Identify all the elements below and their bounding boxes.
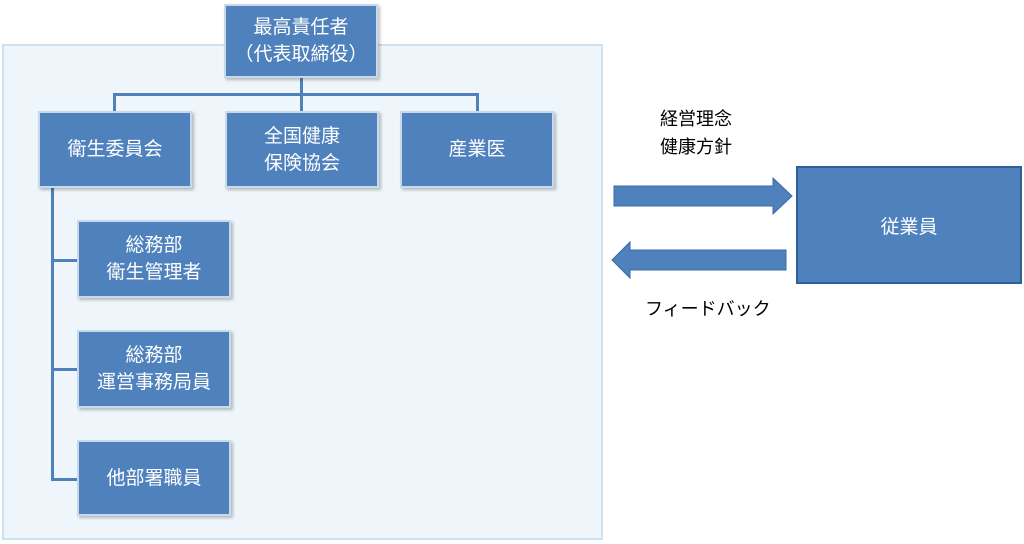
employee-box: 従業員 — [796, 166, 1022, 284]
secretariat-label-line1: 総務部 — [125, 344, 183, 366]
other-staff-label: 他部署職員 — [106, 466, 202, 489]
kenpo-box: 全国健康 保険協会 — [225, 111, 379, 188]
kenpo-label-line1: 全国健康 — [263, 124, 340, 147]
secretariat-label-line2: 運営事務局員 — [96, 371, 211, 393]
policy-label-line1: 経営理念 — [660, 109, 732, 130]
connector-drop-doctor — [476, 93, 479, 112]
policy-label-line2: 健康方針 — [660, 137, 732, 158]
industrial-doctor-box: 産業医 — [400, 111, 554, 188]
top-executive-box: 最高責任者 （代表取締役） — [224, 4, 378, 78]
connector-drop-committee — [113, 93, 116, 112]
kenpo-label-line2: 保険協会 — [263, 151, 340, 174]
feedback-arrow — [611, 240, 787, 280]
health-manager-box: 総務部 衛生管理者 — [77, 220, 231, 298]
policy-arrow — [613, 176, 793, 216]
connector-branch-sub2 — [51, 368, 78, 371]
health-manager-label-line2: 衛生管理者 — [106, 261, 202, 283]
connector-branch-sub1 — [51, 259, 78, 262]
connector-top-stem — [300, 78, 303, 94]
policy-label: 経営理念 健康方針 — [660, 106, 732, 162]
health-committee-box: 衛生委員会 — [38, 111, 192, 188]
connector-horizontal — [113, 93, 479, 96]
secretariat-box: 総務部 運営事務局員 — [77, 330, 231, 408]
health-manager-label-line1: 総務部 — [125, 234, 183, 256]
other-staff-box: 他部署職員 — [77, 440, 231, 516]
top-executive-subtitle: （代表取締役） — [234, 43, 368, 65]
industrial-doctor-label: 産業医 — [448, 138, 506, 160]
top-executive-title: 最高責任者 — [253, 16, 349, 38]
connector-drop-kenpo — [300, 93, 303, 112]
connector-vertical-left — [51, 187, 54, 481]
employee-label: 従業員 — [880, 215, 938, 238]
health-committee-label: 衛生委員会 — [67, 138, 163, 160]
feedback-label: フィードバック — [645, 299, 771, 320]
connector-branch-sub3 — [51, 478, 78, 481]
